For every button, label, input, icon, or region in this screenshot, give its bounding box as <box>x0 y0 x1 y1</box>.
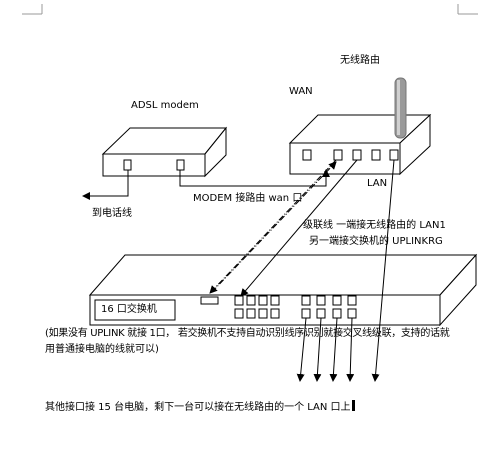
page-corner-marks <box>22 4 478 15</box>
phone-line-cable <box>82 170 129 200</box>
bottom-note-text: 其他接口接 15 台电脑，剩下一台可以接在无线路由的一个 LAN 口上 <box>45 402 351 413</box>
bottom-note: 其他接口接 15 台电脑，剩下一台可以接在无线路由的一个 LAN 口上 <box>45 400 355 416</box>
uplink-note-line-2: 用普通接电脑的线就可以) <box>45 344 159 355</box>
pc-cable-1 <box>296 317 307 382</box>
modem-wan-cable <box>179 169 330 187</box>
pc-cable-3 <box>329 317 338 382</box>
pc-cable-4 <box>346 317 355 382</box>
wan-label: WAN <box>289 86 313 97</box>
cascade-line-label-1: 级联线 一端接无线路由的 LAN1 <box>303 220 446 231</box>
wireless-router-device <box>288 113 432 176</box>
switch-name-label: 16 口交换机 <box>101 304 157 315</box>
cables <box>82 159 395 382</box>
adsl-modem-label: ADSL modem <box>131 100 199 111</box>
uplink-note-line-1: (如果没有 UPLINK 就接 1口， 若交换机不支持自动识别线序识别就接交叉线… <box>45 328 450 339</box>
router-pc-cable <box>371 159 395 382</box>
text-cursor <box>351 400 355 411</box>
switch-device <box>88 253 478 327</box>
lan-label: LAN <box>367 178 388 189</box>
wireless-router-label: 无线路由 <box>340 55 380 66</box>
router-lan-cable <box>240 159 358 297</box>
router-antenna <box>394 77 407 139</box>
modem-wan-label: MODEM 接路由 wan 口 <box>193 193 303 204</box>
cascade-line-label-2: 另一端接交换机的 UPLINKRG <box>309 236 443 247</box>
phone-line-label: 到电话线 <box>92 208 132 219</box>
cascade-cable <box>209 159 337 294</box>
adsl-modem-device <box>101 126 228 178</box>
pc-cable-2 <box>313 317 322 382</box>
